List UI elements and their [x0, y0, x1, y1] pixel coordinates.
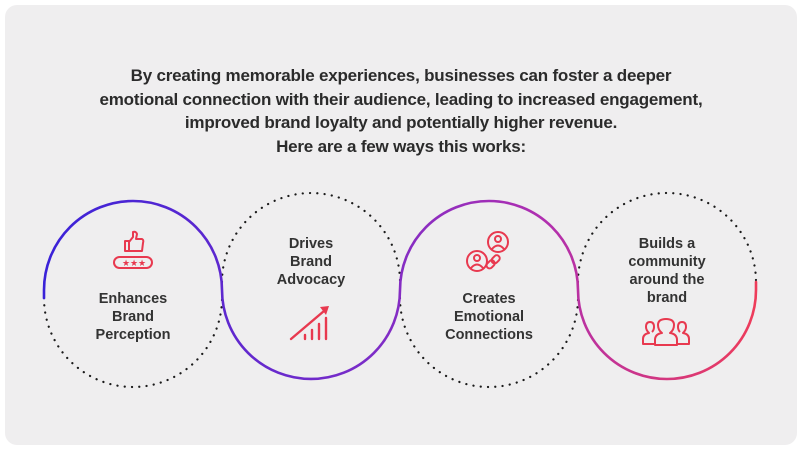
label-line: Perception [95, 327, 171, 343]
label-line: Brand [290, 254, 332, 270]
label-line: Drives [288, 236, 334, 252]
community-group-icon [642, 318, 690, 346]
label-line: around the [629, 272, 705, 288]
intro-line-1: By creating memorable experiences, busin… [130, 66, 672, 85]
label-line: Creates [462, 291, 516, 307]
dotted-arc-1 [42, 296, 224, 389]
linked-users-icon [466, 231, 509, 272]
step-label-builds-community: Builds a community around the brand [592, 235, 742, 307]
dotted-arc-2 [220, 191, 402, 284]
content-card [5, 5, 797, 445]
intro-text: By creating memorable experiences, busin… [0, 64, 802, 158]
dotted-arc-4 [576, 191, 758, 284]
svg-text:★: ★ [138, 259, 146, 269]
label-line: Enhances [98, 291, 168, 307]
label-line: community [628, 254, 706, 270]
intro-line-3: improved brand loyalty and potentially h… [184, 113, 618, 132]
step-label-enhances-brand-perception: Enhances Brand Perception [58, 290, 208, 344]
label-line: Builds a [638, 236, 696, 252]
growth-chart-icon [289, 306, 329, 341]
thumbs-up-rating-icon: ★★★ [113, 230, 153, 269]
label-line: Connections [445, 327, 533, 343]
step-label-drives-brand-advocacy: Drives Brand Advocacy [236, 235, 386, 289]
label-line: brand [646, 290, 688, 306]
svg-text:★: ★ [122, 259, 130, 269]
label-line: Brand [112, 309, 154, 325]
intro-line-2: emotional connection with their audience… [99, 89, 703, 109]
intro-line-4: Here are a few ways this works: [276, 136, 526, 156]
solid-wave [42, 199, 758, 381]
dotted-arc-3 [398, 296, 580, 389]
step-label-creates-emotional-connections: Creates Emotional Connections [414, 290, 564, 344]
svg-text:★: ★ [130, 259, 138, 269]
label-line: Advocacy [276, 272, 346, 288]
label-line: Emotional [453, 309, 525, 325]
